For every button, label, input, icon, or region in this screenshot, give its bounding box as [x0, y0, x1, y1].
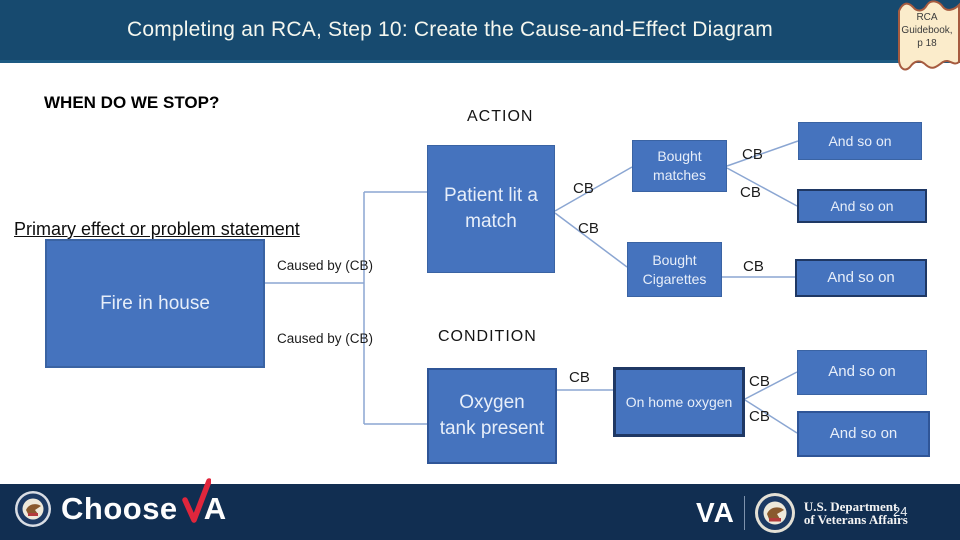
- condition-section-label: CONDITION: [438, 328, 537, 345]
- sticky-note-shape: [898, 0, 960, 71]
- guidebook-note: RCA Guidebook, p 18: [896, 0, 960, 74]
- node-on-home-oxygen: On home oxygen: [613, 367, 745, 437]
- cb-label: CB: [573, 180, 594, 197]
- cb-label: CB: [749, 408, 770, 425]
- cb-label: CB: [569, 369, 590, 386]
- node-and-so-on-5: And so on: [797, 411, 930, 457]
- caused-by-label: Caused by (CB): [277, 258, 374, 273]
- node-bought-matches: Bought matches: [632, 140, 727, 192]
- red-check-icon: [181, 478, 211, 523]
- slide-header: Completing an RCA, Step 10: Create the C…: [0, 0, 960, 63]
- chooseva-logo: Choose A: [14, 478, 227, 528]
- note-text: RCA Guidebook, p 18: [896, 11, 958, 50]
- node-and-so-on-4: And so on: [797, 350, 927, 395]
- note-line: p 18: [917, 38, 937, 49]
- node-patient-lit-match: Patient lit a match: [427, 145, 555, 273]
- node-oxygen-tank-present: Oxygen tank present: [427, 368, 557, 464]
- cb-label: CB: [740, 184, 761, 201]
- node-fire-in-house: Fire in house: [45, 239, 265, 368]
- va-abbreviation: VA: [696, 497, 735, 528]
- va-department-logo: VA U.S. Department of Veterans Affairs: [696, 492, 908, 534]
- slide-title: Completing an RCA, Step 10: Create the C…: [126, 18, 774, 41]
- page-number: 24: [893, 504, 908, 519]
- choose-wordmark: Choose: [61, 491, 178, 526]
- node-and-so-on-2: And so on: [797, 189, 927, 223]
- action-section-label: ACTION: [467, 108, 534, 125]
- slide-footer: Choose A VA U.S. Department of Veterans …: [0, 478, 960, 540]
- cb-label: CB: [749, 373, 770, 390]
- cb-label: CB: [578, 220, 599, 237]
- va-seal-icon: [754, 493, 795, 533]
- logo-divider: [743, 496, 745, 530]
- node-and-so-on-1: And so on: [798, 122, 922, 160]
- caused-by-label: Caused by (CB): [277, 331, 374, 346]
- va-wordmark-a: A: [203, 491, 227, 526]
- node-and-so-on-3: And so on: [795, 259, 927, 297]
- connector-lines: [265, 140, 799, 434]
- node-bought-cigarettes: Bought Cigarettes: [627, 242, 722, 297]
- when-do-we-stop-heading: WHEN DO WE STOP?: [44, 93, 220, 112]
- department-name: U.S. Department of Veterans Affairs: [804, 500, 908, 526]
- cb-label: CB: [743, 258, 764, 275]
- note-line: Guidebook,: [901, 25, 953, 36]
- va-seal-icon: [15, 491, 51, 527]
- cb-label: CB: [742, 146, 763, 163]
- department-line2: of Veterans Affairs: [803, 512, 908, 527]
- primary-effect-label: Primary effect or problem statement: [14, 219, 300, 239]
- note-line: RCA: [916, 12, 938, 23]
- department-line1: U.S. Department: [803, 499, 898, 514]
